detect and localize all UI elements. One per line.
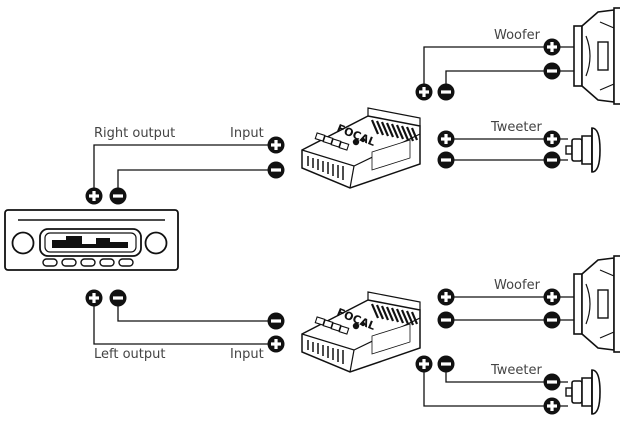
minus-terminal-icon: [267, 312, 285, 330]
car-stereo-icon: [4, 209, 179, 271]
plus-terminal-icon: [267, 335, 285, 353]
tweeter-speaker-icon: [565, 127, 601, 173]
minus-terminal-icon: [437, 151, 455, 169]
plus-terminal-icon: [543, 288, 561, 306]
minus-terminal-icon: [437, 355, 455, 373]
woofer-speaker-icon: [573, 7, 620, 105]
plus-terminal-icon: [437, 130, 455, 148]
minus-terminal-icon: [437, 311, 455, 329]
plus-terminal-icon: [85, 187, 103, 205]
wire-right-minus: [117, 169, 276, 196]
plus-terminal-icon: [415, 83, 433, 101]
plus-terminal-icon: [267, 136, 285, 154]
plus-terminal-icon: [415, 355, 433, 373]
plus-terminal-icon: [543, 38, 561, 56]
plus-terminal-icon: [543, 130, 561, 148]
minus-terminal-icon: [543, 311, 561, 329]
woofer-label-bottom: Woofer: [494, 278, 541, 293]
minus-terminal-icon: [543, 151, 561, 169]
wire-tweeter-bottom-plus: [423, 364, 552, 407]
minus-terminal-icon: [267, 161, 285, 179]
right-output-label: Right output: [94, 126, 175, 141]
left-output-label: Left output: [94, 347, 165, 362]
minus-terminal-icon: [437, 83, 455, 101]
minus-terminal-icon: [543, 62, 561, 80]
crossover-icon: FOCAL: [300, 106, 422, 190]
wire-woofer-top-minus: [445, 70, 552, 92]
wire-woofer-top-plus: [423, 46, 552, 92]
tweeter-label-bottom: Tweeter: [490, 363, 543, 378]
wire-left-plus: [93, 298, 276, 345]
wire-left-minus: [117, 298, 276, 322]
tweeter-label-top: Tweeter: [490, 120, 543, 135]
input-label-bottom: Input: [230, 347, 264, 362]
woofer-speaker-icon: [573, 255, 620, 353]
plus-terminal-icon: [543, 397, 561, 415]
crossover-icon: FOCAL: [300, 290, 422, 374]
input-label-top: Input: [230, 126, 264, 141]
plus-terminal-icon: [437, 288, 455, 306]
plus-terminal-icon: [85, 289, 103, 307]
wire-right-plus: [93, 144, 276, 196]
minus-terminal-icon: [543, 373, 561, 391]
minus-terminal-icon: [109, 187, 127, 205]
minus-terminal-icon: [109, 289, 127, 307]
tweeter-speaker-icon: [565, 369, 601, 415]
woofer-label-top: Woofer: [494, 28, 541, 43]
